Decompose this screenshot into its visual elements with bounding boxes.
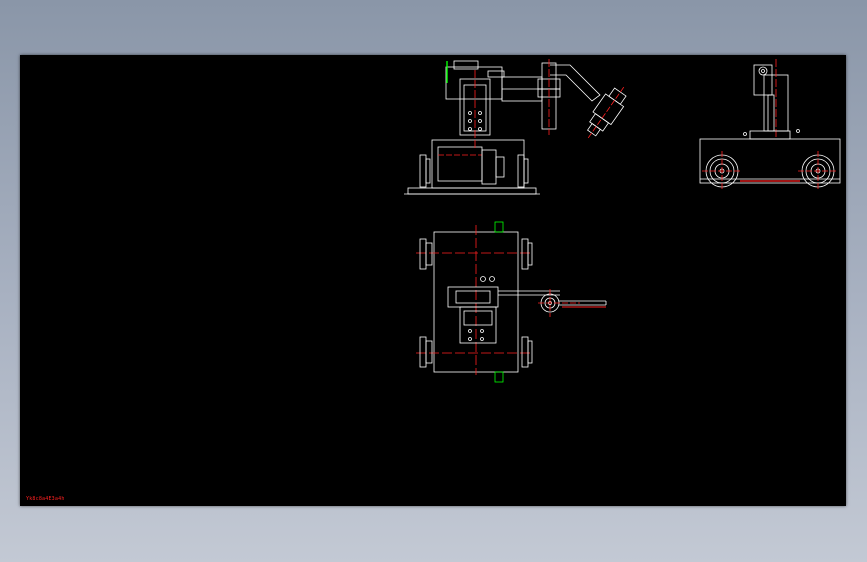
front-view-right-wheel [517, 154, 525, 188]
drawing-status-text: Yk8c8a4E3a4h [26, 496, 65, 502]
top-view-column-base [447, 286, 499, 308]
side-view [699, 59, 841, 191]
front-view-base-plate [407, 187, 537, 195]
top-view [416, 221, 607, 383]
top-view-torch [538, 289, 607, 317]
side-view-right-wheel [798, 151, 838, 191]
top-view-wheel-rr [521, 336, 529, 368]
side-view-left-wheel [702, 151, 742, 191]
front-view-torch-head [586, 86, 627, 139]
side-view-chassis [699, 138, 841, 184]
top-view-wheel-fr [521, 238, 529, 270]
front-view [404, 59, 627, 195]
top-view-slide-plate [459, 306, 497, 344]
front-view-left-wheel [419, 154, 427, 188]
front-view-motor-block [445, 66, 503, 100]
cad-drawing-canvas [404, 59, 841, 383]
top-view-wheel-fl [419, 238, 427, 270]
cad-drawing-viewport[interactable]: Yk8c8a4E3a4h [20, 55, 846, 506]
top-view-wheel-rl [419, 336, 427, 368]
